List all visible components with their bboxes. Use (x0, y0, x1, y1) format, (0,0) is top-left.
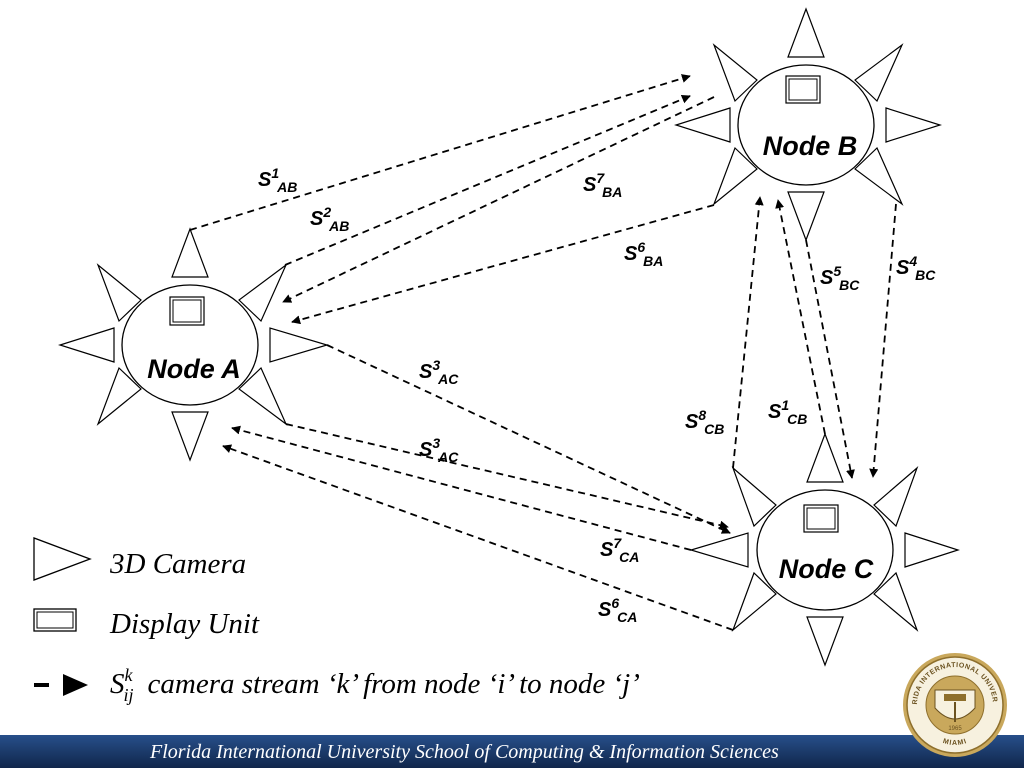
node-a-body (121, 284, 259, 406)
stream-s6ba-arrow (291, 204, 715, 325)
node-b-label: Node B (763, 131, 858, 161)
camera-icon (885, 107, 942, 143)
camera-icon (873, 571, 919, 632)
stream-s6ca-arrow (222, 444, 734, 631)
stream-s2ab-arrow (284, 94, 691, 266)
stream-s3ac2-arrow (285, 423, 729, 530)
camera-icon (806, 432, 844, 483)
node-a-cameras (58, 227, 330, 462)
camera-icon (904, 532, 960, 568)
camera-icon (238, 263, 288, 323)
camera-icon (674, 107, 731, 143)
camera-icon (171, 411, 209, 462)
node-b-cameras (674, 7, 942, 242)
camera-icon (731, 466, 777, 528)
camera-icon (96, 366, 142, 426)
legend-stream-arrow (34, 674, 88, 696)
camera-icon (873, 466, 919, 528)
stream-s1cb-arrow (775, 199, 826, 435)
camera-icon (688, 532, 749, 568)
camera-icon (33, 537, 92, 581)
stream-s4bc-arrow (869, 203, 897, 478)
node-c: Node C (688, 432, 960, 667)
stream-s8cb-arrow (732, 196, 764, 469)
camera-icon (712, 43, 758, 103)
legend-display-label: Display Unit (109, 608, 260, 640)
footer-bar (0, 735, 1024, 768)
fiu-seal-logo: FLORIDA INTERNATIONAL UNIVERSITY MIAMI 1… (902, 650, 1007, 757)
stream-s5bc-arrow (805, 239, 855, 479)
display-unit-icon (33, 608, 77, 632)
camera-icon (854, 43, 904, 103)
node-a-label: Node A (147, 354, 241, 384)
camera-icon (238, 366, 288, 426)
camera-icon (712, 146, 758, 206)
node-c-cameras (688, 432, 960, 667)
camera-icon (854, 146, 904, 206)
display-unit-icon (803, 504, 839, 533)
camera-icon (171, 227, 209, 278)
display-unit-icon (785, 75, 821, 104)
camera-icon (731, 571, 777, 632)
display-unit-icon (169, 296, 205, 326)
stream-s1ab-arrow (189, 74, 691, 231)
node-c-label: Node C (779, 554, 874, 584)
camera-icon (806, 616, 844, 667)
camera-icon (58, 327, 115, 363)
legend-camera-label: 3D Camera (109, 548, 246, 580)
svg-text:MIAMI: MIAMI (942, 738, 968, 747)
camera-icon (787, 7, 825, 58)
node-a: Node A (58, 227, 330, 462)
stream-s3ac1-arrow (326, 344, 731, 534)
stream-s7ba-arrow (282, 96, 715, 303)
node-b-body (737, 64, 875, 186)
stream-arrows (189, 74, 897, 631)
camera-icon (787, 191, 825, 242)
camera-icon (96, 263, 142, 323)
node-b: Node B (674, 7, 942, 242)
footer-text: Florida International University School … (150, 741, 779, 763)
node-c-body (756, 489, 894, 611)
svg-text:1965: 1965 (948, 726, 962, 732)
camera-icon (269, 327, 330, 363)
